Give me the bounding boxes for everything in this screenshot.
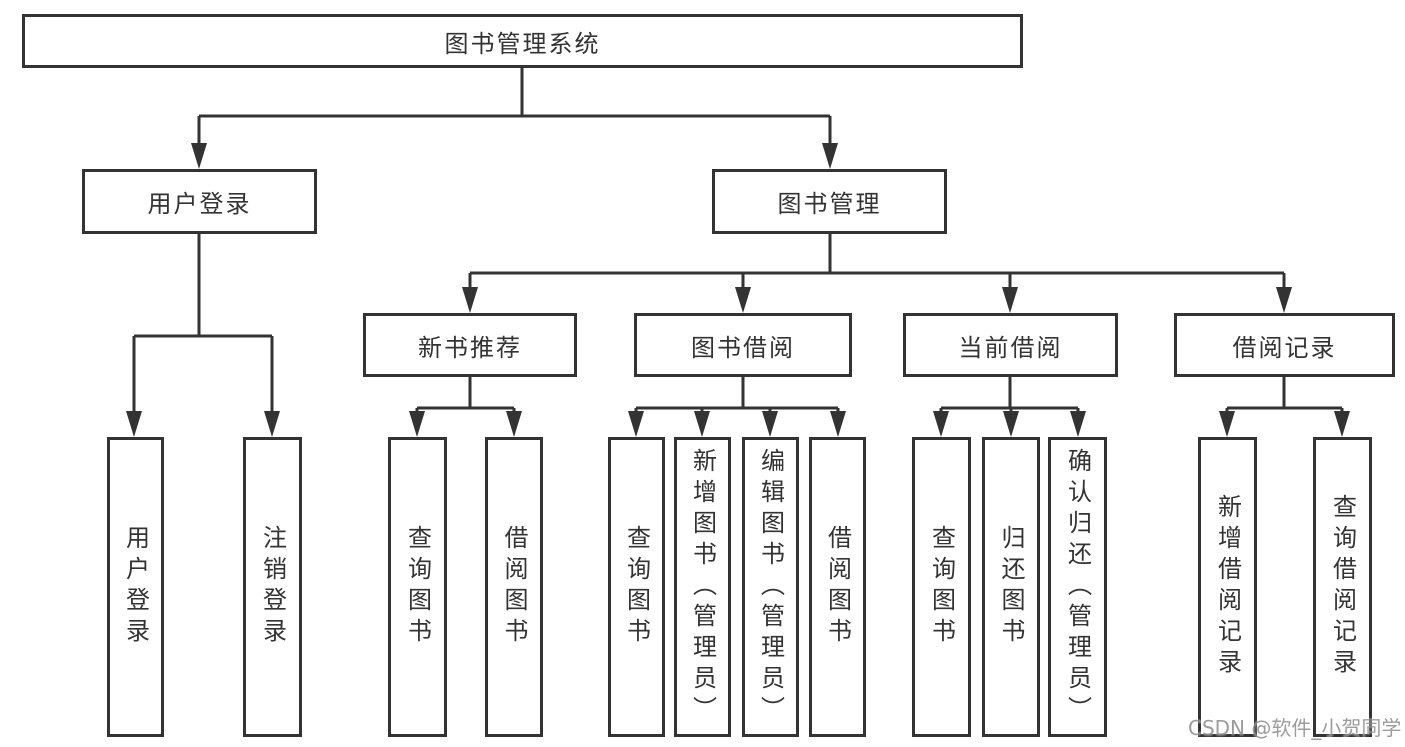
leaf-user-login: 用户登录 — [107, 437, 164, 737]
leaf-add-borrow-record: 新增借阅记录 — [1198, 437, 1257, 737]
leaf-edit-books-admin: 编辑图书（管理员） — [742, 437, 799, 737]
node-book-management: 图书管理 — [712, 169, 947, 234]
leaf-add-books-admin: 新增图书（管理员） — [674, 437, 731, 737]
leaf-query-books-current: 查询图书 — [912, 437, 971, 737]
leaf-label: 用户登录 — [121, 525, 150, 649]
leaf-label: 编辑图书（管理员） — [756, 447, 785, 727]
node-book-borrow: 图书借阅 — [634, 313, 852, 377]
leaf-label: 新增借阅记录 — [1213, 494, 1242, 680]
leaf-query-books-recommend: 查询图书 — [388, 437, 447, 737]
node-new-book-recommend: 新书推荐 — [363, 313, 577, 377]
node-root: 图书管理系统 — [22, 14, 1023, 68]
leaf-confirm-return-admin: 确认归还（管理员） — [1048, 437, 1107, 737]
node-borrow-records: 借阅记录 — [1174, 313, 1395, 377]
node-current-borrow: 当前借阅 — [903, 313, 1118, 377]
leaf-label: 查询借阅记录 — [1328, 494, 1357, 680]
leaf-label: 查询图书 — [927, 525, 956, 649]
node-user-login: 用户登录 — [82, 169, 317, 234]
leaf-label: 注销登录 — [258, 525, 287, 649]
leaf-label: 借阅图书 — [823, 525, 852, 649]
leaf-return-books: 归还图书 — [982, 437, 1040, 737]
leaf-query-books-borrow: 查询图书 — [608, 437, 665, 737]
leaf-label: 查询图书 — [403, 525, 432, 649]
leaf-label: 归还图书 — [997, 525, 1025, 649]
leaf-borrow-books: 借阅图书 — [809, 437, 866, 737]
csdn-watermark: CSDN @软件_小贺同学 — [1188, 716, 1402, 740]
leaf-logout: 注销登录 — [243, 437, 302, 737]
leaf-label: 借阅图书 — [500, 525, 528, 649]
arrowheads — [126, 143, 1350, 437]
leaf-label: 确认归还（管理员） — [1063, 447, 1092, 727]
leaf-query-borrow-record: 查询借阅记录 — [1313, 437, 1372, 737]
leaf-borrow-books-recommend: 借阅图书 — [485, 437, 543, 737]
leaf-label: 新增图书（管理员） — [688, 447, 717, 727]
leaf-label: 查询图书 — [622, 525, 651, 649]
